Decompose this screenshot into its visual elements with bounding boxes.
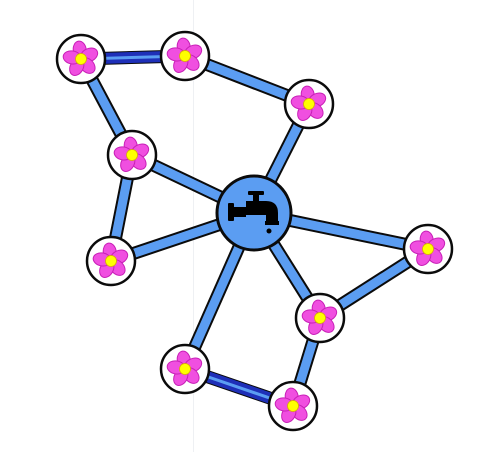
flower-node-f6[interactable] — [402, 223, 454, 275]
flower-icon — [287, 83, 331, 126]
flower-icon — [89, 240, 133, 283]
faucet-source-node[interactable] — [215, 174, 293, 252]
flower-node-f3[interactable] — [283, 78, 335, 130]
faucet-icon — [228, 191, 279, 234]
flower-icon — [271, 385, 315, 428]
flower-node-f7[interactable] — [294, 292, 346, 344]
flower-icon — [59, 38, 103, 81]
flower-icon — [163, 35, 207, 78]
nodes-layer — [55, 30, 454, 432]
flower-node-f1[interactable] — [55, 33, 107, 85]
center-guide-line — [193, 0, 194, 452]
flower-icon — [163, 348, 207, 391]
flower-icon — [110, 134, 154, 177]
flower-node-f9[interactable] — [267, 380, 319, 432]
flower-node-f8[interactable] — [159, 343, 211, 395]
flower-icon — [406, 228, 450, 271]
flower-node-f2[interactable] — [159, 30, 211, 82]
flower-node-f4[interactable] — [106, 129, 158, 181]
flower-node-f5[interactable] — [85, 235, 137, 287]
flower-icon — [298, 297, 342, 340]
